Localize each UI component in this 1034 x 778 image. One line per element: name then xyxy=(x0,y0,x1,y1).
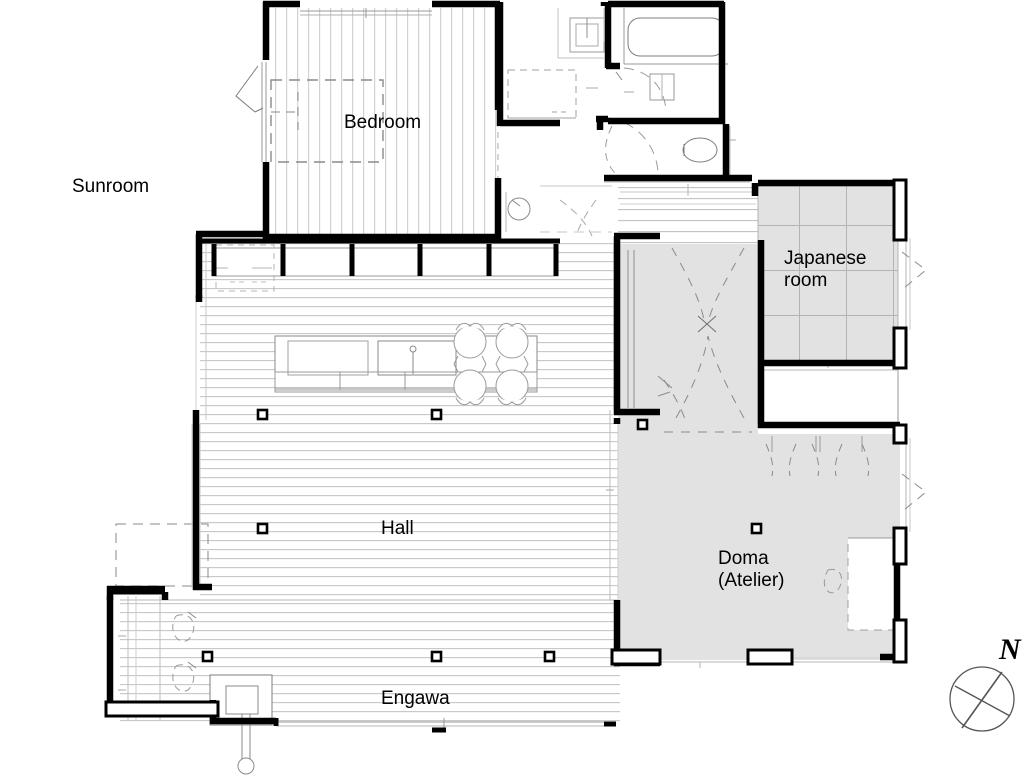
jroom-closet-doors xyxy=(765,443,870,477)
doma-slide-arrow xyxy=(901,473,927,511)
atelier-stool xyxy=(823,568,843,594)
engawa-drain xyxy=(237,757,255,775)
bathtub xyxy=(627,17,725,57)
floor-fills xyxy=(120,8,900,722)
island-hob xyxy=(377,340,457,376)
bath-door-swing-2 xyxy=(607,117,659,173)
column xyxy=(256,522,269,535)
corridor-door-swings xyxy=(663,247,752,433)
japanese-room-floor xyxy=(758,186,898,364)
column xyxy=(201,650,214,663)
wall-jambs xyxy=(104,178,908,718)
structural-columns xyxy=(201,408,763,663)
island-faucet xyxy=(409,345,417,353)
engawa-stool-1 xyxy=(172,614,195,642)
island-sink xyxy=(287,340,369,376)
sunroom-deck-outline xyxy=(115,523,209,587)
bath-door-swing-1 xyxy=(623,67,667,111)
japanese-room-closet xyxy=(757,363,899,425)
atelier-workbench xyxy=(847,537,897,631)
dining-chair-1 xyxy=(453,322,487,365)
column xyxy=(543,650,556,663)
hall-floor xyxy=(200,238,618,658)
bedroom-futon-outline xyxy=(270,79,384,163)
dining-chair-4 xyxy=(495,363,529,406)
bath-door-swing-3 xyxy=(605,125,621,179)
jamb-engawa-s xyxy=(104,700,220,718)
toilet-bowl xyxy=(682,137,718,163)
bedroom-floor xyxy=(266,8,498,236)
north-arrow xyxy=(949,666,1015,732)
engawa-stool-2 xyxy=(172,664,195,692)
compass-north-letter: N xyxy=(999,633,1021,666)
compass-axis-2 xyxy=(954,685,1011,717)
column xyxy=(636,418,649,431)
doma-floor xyxy=(618,244,900,660)
column xyxy=(750,522,763,535)
dining-chair-2 xyxy=(495,322,529,365)
column xyxy=(430,650,443,663)
jamb-doma-se xyxy=(892,526,908,566)
column xyxy=(256,408,269,421)
dining-chair-3 xyxy=(453,363,487,406)
jamb-doma-s xyxy=(746,648,794,666)
jroom-slide-arrow xyxy=(901,251,927,289)
jamb-doma-ne xyxy=(892,423,908,445)
dining-chairs xyxy=(453,322,529,406)
jamb-hall-s xyxy=(610,648,662,666)
jamb-jroom-se xyxy=(892,326,908,370)
thin-detail-lines xyxy=(115,8,927,775)
jamb-doma-s2 xyxy=(892,618,908,664)
jamb-jroom-ne xyxy=(892,178,908,242)
column xyxy=(430,408,443,421)
walls xyxy=(106,0,901,733)
hall-corner-stool xyxy=(507,197,531,221)
bedroom-door-swing xyxy=(235,65,259,113)
hall-cabinet-run xyxy=(211,247,559,277)
closet-outline xyxy=(507,69,577,119)
